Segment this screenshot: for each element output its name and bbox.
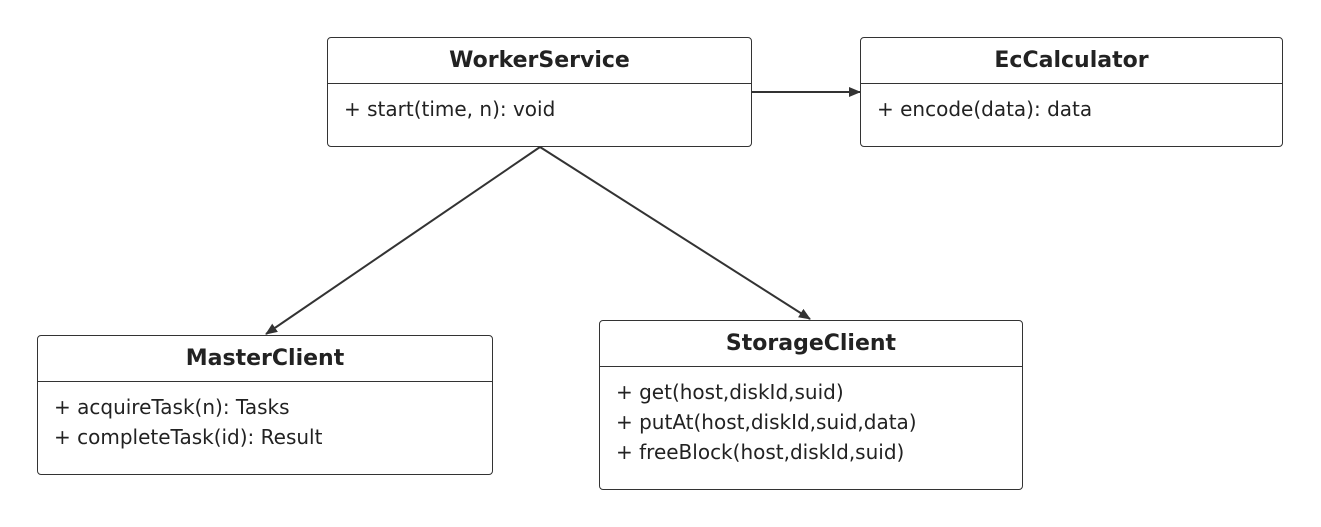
class-members: + encode(data): data <box>861 84 1282 124</box>
class-name: MasterClient <box>38 336 492 382</box>
method-start: + start(time, n): void <box>344 97 556 121</box>
method-free-block: + freeBlock(host,diskId,suid) <box>616 440 905 464</box>
class-ec-calculator: EcCalculator + encode(data): data <box>860 37 1283 147</box>
method-acquire-task: + acquireTask(n): Tasks <box>54 395 290 419</box>
class-name: WorkerService <box>328 38 751 84</box>
class-name: EcCalculator <box>861 38 1282 84</box>
relation-workerservice-masterclient <box>265 146 541 335</box>
method-encode: + encode(data): data <box>877 97 1093 121</box>
class-members: + get(host,diskId,suid) + putAt(host,dis… <box>600 367 1022 467</box>
class-master-client: MasterClient + acquireTask(n): Tasks + c… <box>37 335 493 475</box>
method-put-at: + putAt(host,diskId,suid,data) <box>616 410 917 434</box>
method-complete-task: + completeTask(id): Result <box>54 425 323 449</box>
class-members: + start(time, n): void <box>328 84 751 124</box>
class-storage-client: StorageClient + get(host,diskId,suid) + … <box>599 320 1023 490</box>
class-worker-service: WorkerService + start(time, n): void <box>327 37 752 147</box>
method-get: + get(host,diskId,suid) <box>616 380 844 404</box>
class-members: + acquireTask(n): Tasks + completeTask(i… <box>38 382 492 452</box>
class-name: StorageClient <box>600 321 1022 367</box>
relation-workerservice-storageclient <box>539 146 811 320</box>
